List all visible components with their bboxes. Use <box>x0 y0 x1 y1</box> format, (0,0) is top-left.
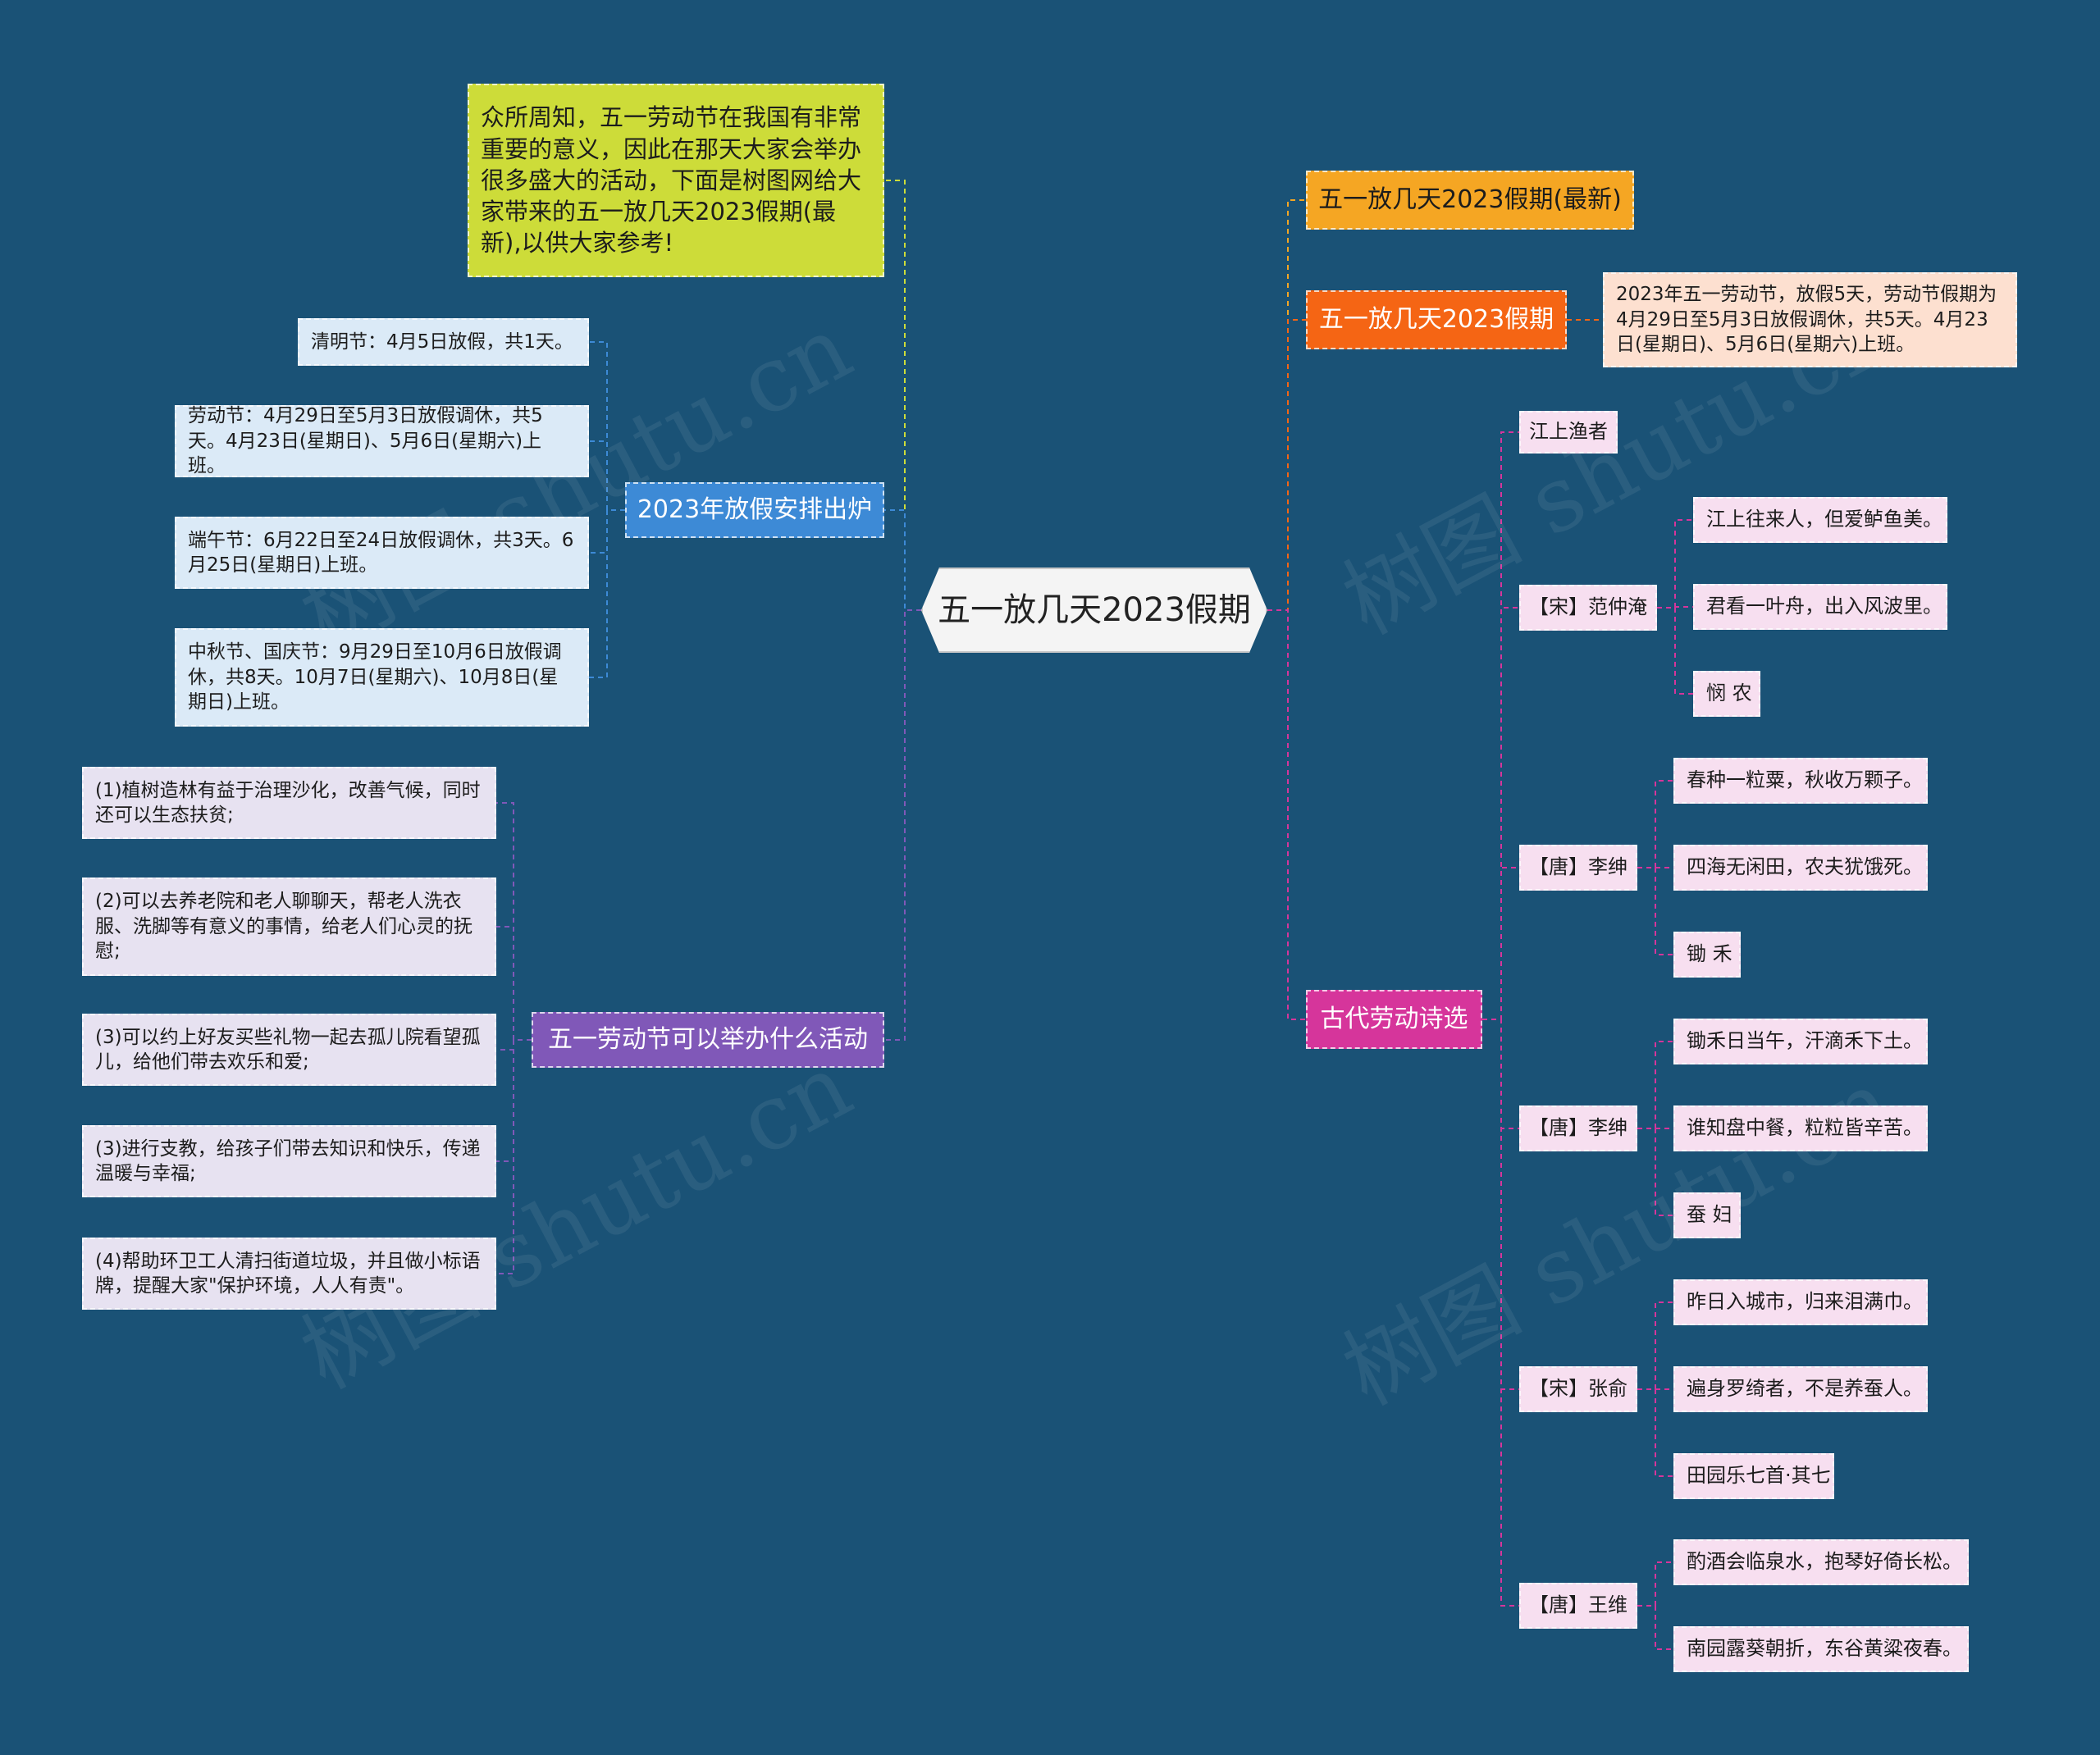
poem-line[interactable]: 昨日入城市，归来泪满巾。 <box>1673 1279 1928 1325</box>
poem-line[interactable]: 悯 农 <box>1693 671 1760 717</box>
poem-line[interactable]: 南园露葵朝折，东谷黄粱夜春。 <box>1673 1626 1969 1672</box>
schedule-branch[interactable]: 2023年放假安排出炉 <box>625 482 884 538</box>
poem-line[interactable]: 江上往来人，但爱鲈鱼美。 <box>1693 497 1947 543</box>
connector-line <box>589 440 625 511</box>
connector-line <box>1482 1019 1519 1607</box>
connector-line <box>1267 609 1306 1020</box>
poems-branch[interactable]: 古代劳动诗选 <box>1306 990 1482 1049</box>
poem-line[interactable]: 田园乐七首·其七 <box>1673 1453 1834 1499</box>
connector-line <box>1657 606 1693 609</box>
intro-note[interactable]: 众所周知，五一劳动节在我国有非常重要的意义，因此在那天大家会举办很多盛大的活动，… <box>468 84 884 277</box>
activity-item[interactable]: (3)可以约上好友买些礼物一起去孤儿院看望孤儿，给他们带去欢乐和爱; <box>82 1014 496 1086</box>
activity-item[interactable]: (3)进行支教，给孩子们带去知识和快乐，传递温暖与幸福; <box>82 1125 496 1197</box>
connector-line <box>884 609 921 1041</box>
schedule-item[interactable]: 劳动节：4月29日至5月3日放假调休，共5天。4月23日(星期日)、5月6日(星… <box>175 405 589 477</box>
poem-author[interactable]: 【唐】李绅 <box>1519 1105 1637 1151</box>
poem-line[interactable]: 君看一叶舟，出入风波里。 <box>1693 584 1947 630</box>
schedule-item[interactable]: 端午节：6月22日至24日放假调休，共3天。6月25日(星期日)上班。 <box>175 517 589 589</box>
schedule-item[interactable]: 清明节：4月5日放假，共1天。 <box>298 318 589 366</box>
poem-author[interactable]: 江上渔者 <box>1519 411 1618 454</box>
poem-line[interactable]: 锄 禾 <box>1673 932 1741 978</box>
central-topic[interactable]: 五一放几天2023假期 <box>921 568 1267 653</box>
poem-author[interactable]: 【唐】王维 <box>1519 1583 1637 1629</box>
connector-line <box>1267 199 1306 611</box>
connector-line <box>1482 607 1519 1020</box>
poem-author[interactable]: 【宋】范仲淹 <box>1519 585 1657 631</box>
connector-line <box>1637 780 1673 868</box>
poem-line[interactable]: 春种一粒粟，秋收万颗子。 <box>1673 758 1928 804</box>
connector-line <box>589 509 625 678</box>
poem-line[interactable]: 酌酒会临泉水，抱琴好倚长松。 <box>1673 1539 1969 1585</box>
poem-line[interactable]: 锄禾日当午，汗滴禾下土。 <box>1673 1019 1928 1064</box>
connector-line <box>496 926 532 1041</box>
activity-item[interactable]: (4)帮助环卫工人清扫街道垃圾，并且做小标语牌，提醒大家"保护环境，人人有责"。 <box>82 1238 496 1310</box>
connector-line <box>1637 1561 1673 1607</box>
activities-branch[interactable]: 五一劳动节可以举办什么活动 <box>532 1012 884 1068</box>
connector-line <box>1637 1041 1673 1129</box>
poem-line[interactable]: 谁知盘中餐，粒粒皆辛苦。 <box>1673 1105 1928 1151</box>
connector-line <box>1637 1128 1673 1216</box>
poem-line[interactable]: 四海无闲田，农夫犹饿死。 <box>1673 845 1928 891</box>
connector-line <box>1657 519 1693 609</box>
schedule-item[interactable]: 中秋节、国庆节：9月29日至10月6日放假调休，共8天。10月7日(星期六)、1… <box>175 628 589 727</box>
connector-line <box>1637 867 1673 955</box>
activity-item[interactable]: (1)植树造林有益于治理沙化，改善气候，同时还可以生态扶贫; <box>82 767 496 839</box>
connector-line <box>496 802 532 1041</box>
poem-line[interactable]: 遍身罗绮者，不是养蚕人。 <box>1673 1366 1928 1412</box>
connector-line <box>1482 867 1519 1020</box>
poem-author[interactable]: 【唐】李绅 <box>1519 845 1637 891</box>
connector-line <box>496 1039 532 1274</box>
connector-line <box>589 341 625 511</box>
poem-author[interactable]: 【宋】张俞 <box>1519 1366 1637 1412</box>
holiday-branch[interactable]: 五一放几天2023假期 <box>1306 290 1567 349</box>
connector-line <box>884 180 921 611</box>
holiday-detail[interactable]: 2023年五一劳动节，放假5天，劳动节假期为4月29日至5月3日放假调休，共5天… <box>1603 272 2017 367</box>
connector-line <box>1267 319 1306 611</box>
connector-line <box>1637 1388 1673 1477</box>
connector-line <box>884 509 921 611</box>
poem-line[interactable]: 蚕 妇 <box>1673 1192 1741 1238</box>
connector-line <box>1637 1301 1673 1390</box>
connector-line <box>1482 431 1519 1020</box>
connector-line <box>1657 607 1693 695</box>
latest-branch[interactable]: 五一放几天2023假期(最新) <box>1306 171 1634 230</box>
activity-item[interactable]: (2)可以去养老院和老人聊聊天，帮老人洗衣服、洗脚等有意义的事情，给老人们心灵的… <box>82 878 496 976</box>
connector-line <box>1637 1605 1673 1650</box>
